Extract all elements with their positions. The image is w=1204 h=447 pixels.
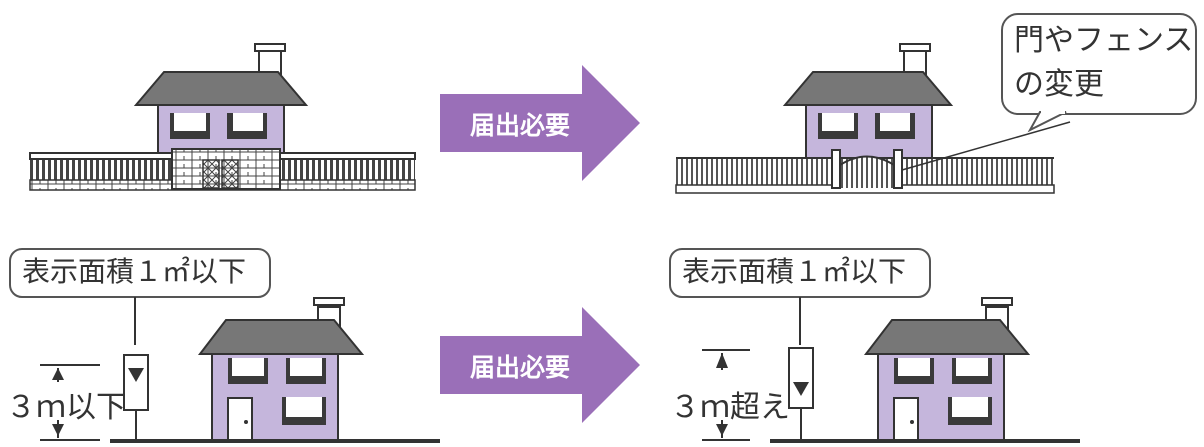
area-label-right: 表示面積１㎡以下	[682, 255, 907, 288]
arrow-top-label: 届出必要	[470, 111, 571, 140]
arrow-bottom-label: 届出必要	[470, 353, 571, 382]
arrow-top	[440, 65, 640, 181]
callout-line-2: の変更	[1014, 67, 1104, 102]
sign-over-3m	[669, 248, 1080, 444]
callout-bubble	[1001, 13, 1197, 133]
height-label-left: ３ｍ以下	[6, 390, 126, 425]
arrow-bottom	[440, 307, 640, 423]
house-after-fence	[675, 43, 1071, 194]
callout-line-1: 門やフェンス	[1014, 23, 1194, 58]
house-before-fence	[29, 43, 416, 191]
height-label-right: ３ｍ超え	[670, 390, 790, 425]
area-label-left: 表示面積１㎡以下	[22, 255, 247, 288]
sign-under-3m	[9, 248, 440, 444]
